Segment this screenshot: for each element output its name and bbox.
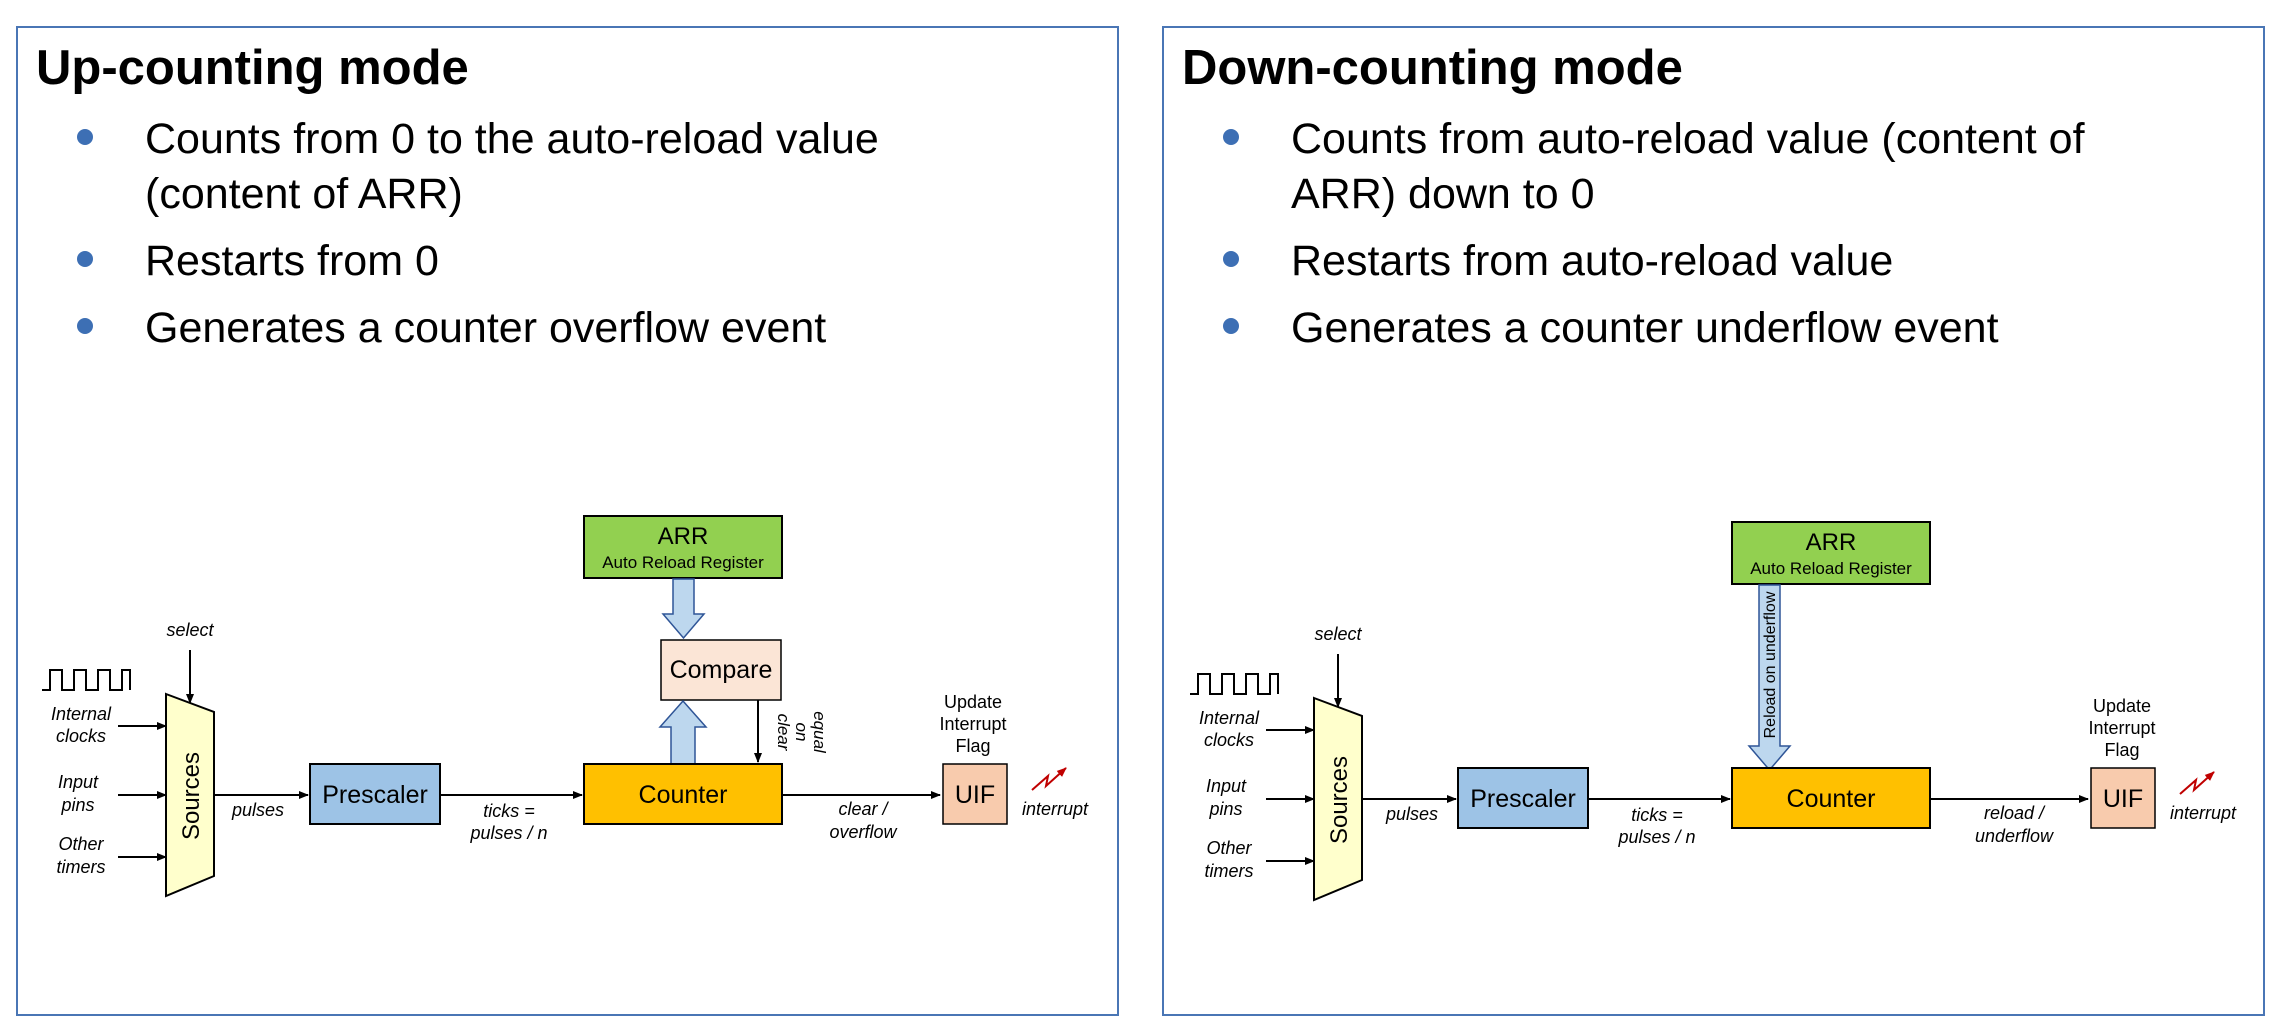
ticks-label-line2: pulses / n [469,823,547,843]
input-label-input: Input [1206,776,1247,796]
clear-label: clear [774,714,793,752]
panel-title: Up-counting mode [36,41,469,95]
arr-title: ARR [1806,529,1857,556]
bullet-item: Counts from auto-reload value (content o… [1164,112,2254,222]
arr-to-compare-arrow [661,578,706,640]
input-label-other: Other [1206,838,1252,858]
reload-on-underflow-arrow [1747,584,1792,772]
arr-title: ARR [658,523,709,550]
input-label-internal: Internal [51,704,112,724]
bullet-item: Counts from 0 to the auto-reload value (… [18,112,1108,222]
sources-label: Sources [1326,756,1353,844]
uif-caption-line3: Flag [955,736,990,756]
input-label-clocks: clocks [1204,730,1254,750]
prescaler-block [309,763,441,825]
ticks-label-line1: ticks = [483,801,535,821]
interrupt-bolt-icon [1031,767,1067,791]
down-counting-panel: Down-counting mode Counts from auto-relo… [1162,26,2265,1016]
down-counting-diagram: Internal clocks Input pins Other timers … [1190,521,2237,902]
counter-block [583,763,783,825]
output-label-line1: clear / [838,799,889,819]
output-label-line2: underflow [1975,826,2054,846]
sources-label: Sources [178,752,205,840]
interrupt-label: interrupt [2170,803,2237,823]
bullet-dot-icon [77,129,93,145]
uif-caption-line2: Interrupt [939,714,1006,734]
input-label-pins: pins [60,795,94,815]
compare-block [660,639,782,701]
sources-mux [165,692,215,898]
arr-block [583,515,783,579]
on-label: on [792,723,811,742]
uif-caption-line3: Flag [2104,740,2139,760]
input-label-clocks: clocks [56,726,106,746]
input-label-internal: Internal [1199,708,1260,728]
interrupt-label: interrupt [1022,799,1089,819]
input-label-timers: timers [1205,861,1254,881]
pulses-label: pulses [1385,804,1438,824]
equal-label: equal [810,711,829,754]
arr-subtitle: Auto Reload Register [1750,559,1912,578]
up-counting-panel: Up-counting mode Counts from 0 to the au… [16,26,1119,1016]
uif-label: UIF [2103,785,2143,813]
clock-waveform-icon [42,669,131,691]
input-label-other: Other [58,834,104,854]
clock-waveform-icon [1190,673,1279,695]
uif-label: UIF [955,781,995,809]
output-label-line1: reload / [1984,803,2046,823]
counter-block [1731,767,1931,829]
bullet-dot-icon [1223,318,1239,334]
up-counting-diagram: Internal clocks Input pins Other timers … [42,515,1089,898]
bullet-item: Generates a counter overflow event [18,301,1108,356]
bullet-dot-icon [77,251,93,267]
bullet-list: Counts from 0 to the auto-reload value (… [18,112,1108,368]
reload-on-underflow-label: Reload on underflow [1762,591,1779,738]
prescaler-label: Prescaler [322,781,428,809]
bullet-list: Counts from auto-reload value (content o… [1164,112,2254,368]
uif-block [2090,767,2156,829]
bullet-dot-icon [1223,129,1239,145]
select-label: select [166,620,214,640]
counter-to-compare-arrow [658,699,708,765]
ticks-label-line1: ticks = [1631,805,1683,825]
output-label-line2: overflow [829,822,897,842]
uif-caption-line1: Update [944,692,1002,712]
arr-block [1731,521,1931,585]
uif-block [942,763,1008,825]
compare-label: Compare [670,656,773,684]
prescaler-label: Prescaler [1470,785,1576,813]
input-label-pins: pins [1208,799,1242,819]
ticks-label-line2: pulses / n [1617,827,1695,847]
sources-mux [1313,696,1363,902]
input-label-timers: timers [57,857,106,877]
bullet-dot-icon [1223,251,1239,267]
select-label: select [1314,624,1362,644]
interrupt-bolt-icon [2179,771,2215,795]
uif-caption-line1: Update [2093,696,2151,716]
input-label-input: Input [58,772,99,792]
pulses-label: pulses [231,800,284,820]
arr-subtitle: Auto Reload Register [602,553,764,572]
counter-label: Counter [639,781,728,809]
uif-caption-line2: Interrupt [2088,718,2155,738]
counter-label: Counter [1787,785,1876,813]
bullet-dot-icon [77,318,93,334]
bullet-item: Restarts from 0 [18,234,1108,289]
bullet-item: Generates a counter underflow event [1164,301,2254,356]
panel-title: Down-counting mode [1182,41,1683,95]
bullet-item: Restarts from auto-reload value [1164,234,2254,289]
